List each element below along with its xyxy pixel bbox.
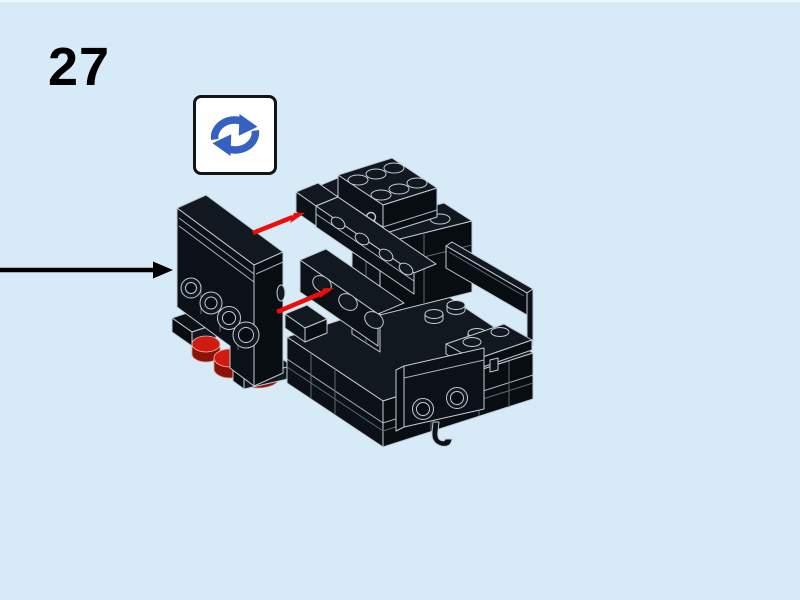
rotate-icon bbox=[210, 114, 260, 156]
hook-detail bbox=[431, 421, 453, 447]
attachment-arrow-1 bbox=[252, 212, 305, 236]
rotate-model-indicator bbox=[193, 95, 277, 175]
callout-arrow bbox=[0, 261, 173, 279]
front-panel bbox=[395, 347, 485, 447]
side-stud-rail-lower bbox=[299, 248, 405, 347]
sub-assembly-part bbox=[171, 194, 293, 390]
step-number: 27 bbox=[48, 37, 111, 97]
side-stud-rail-upper bbox=[295, 182, 437, 295]
main-assembly bbox=[284, 157, 534, 448]
attachment-arrow-2 bbox=[276, 288, 334, 315]
